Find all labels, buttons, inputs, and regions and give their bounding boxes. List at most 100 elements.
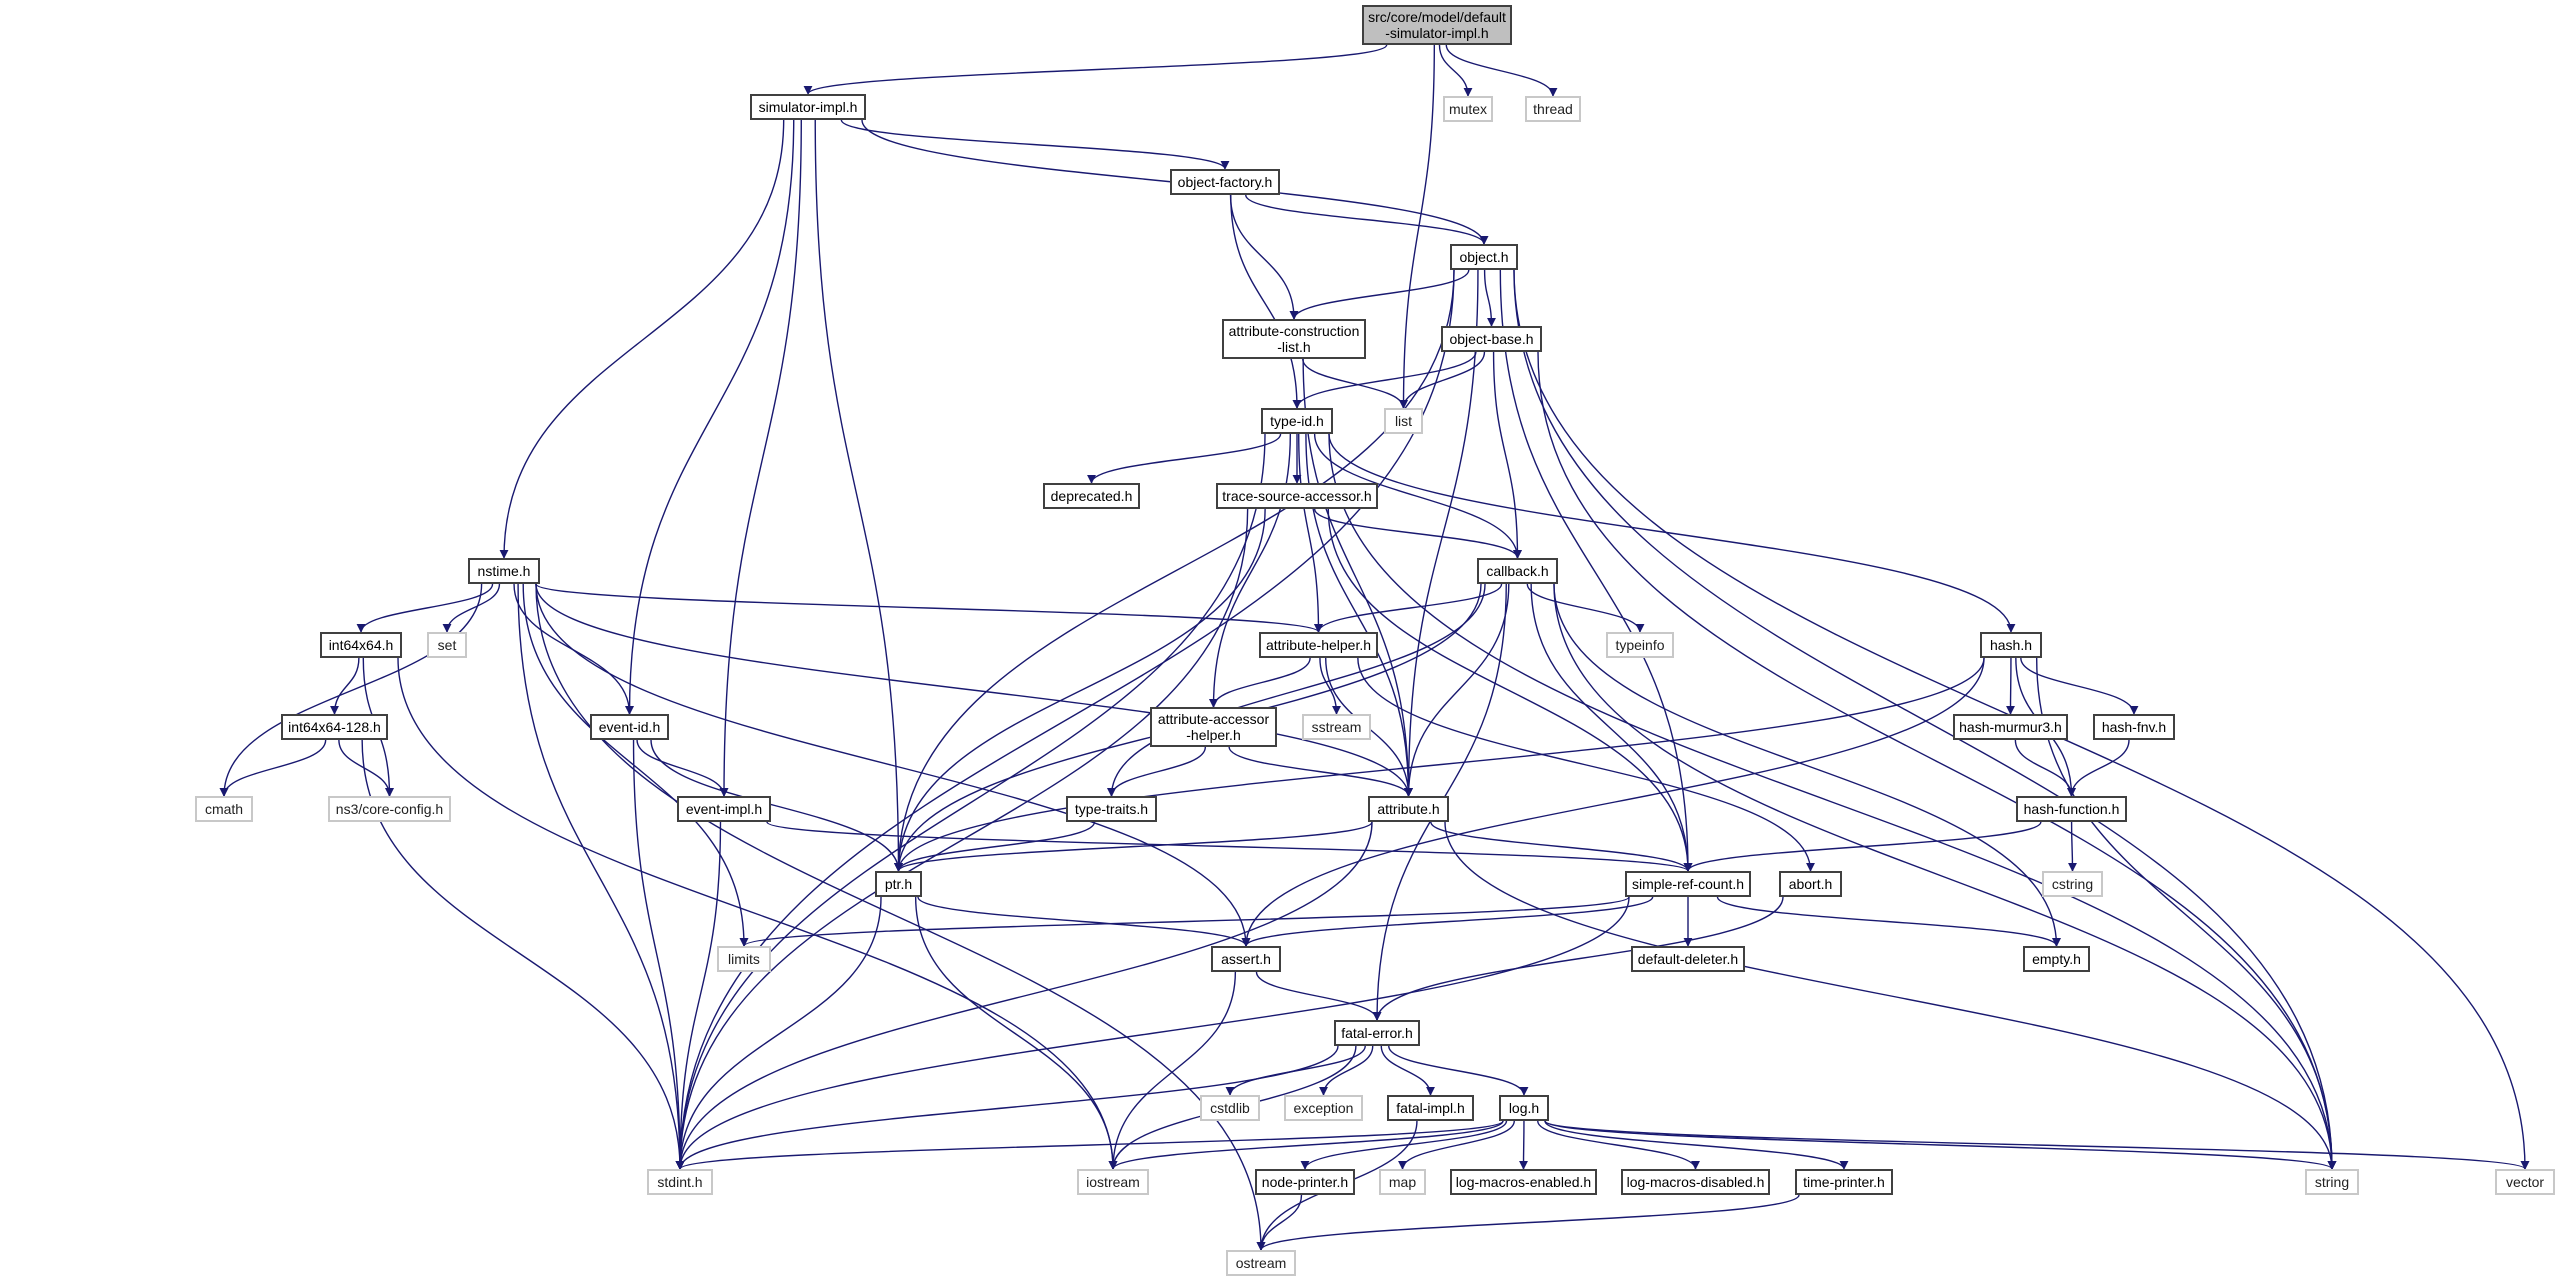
edge-root-to-simulator-impl — [803, 44, 1388, 95]
node-empty[interactable]: empty.h — [2023, 946, 2090, 972]
edge-root-to-thread — [1445, 44, 1558, 97]
node-label: attribute-helper.h — [1265, 637, 1372, 653]
edge-layer — [219, 44, 2530, 1251]
node-label: simulator-impl.h — [758, 99, 858, 115]
node-label: time-printer.h — [1803, 1174, 1885, 1190]
edge-simulator-impl-to-ptr — [814, 119, 903, 872]
edge-event-id-to-event-impl — [636, 739, 729, 797]
node-simulator-impl[interactable]: simulator-impl.h — [750, 94, 866, 120]
node-label: hash-murmur3.h — [1959, 719, 2062, 735]
node-attribute-accessor-helper[interactable]: attribute-accessor -helper.h — [1150, 707, 1277, 747]
edge-fatal-error-to-fatal-impl — [1380, 1045, 1435, 1096]
edge-nstime-to-attribute-helper — [535, 583, 1323, 633]
node-trace-source-accessor[interactable]: trace-source-accessor.h — [1216, 483, 1378, 509]
edge-log-to-string — [1544, 1120, 2337, 1170]
edge-int64x64-128-to-cmath — [219, 739, 327, 797]
node-int64x64-128[interactable]: int64x64-128.h — [281, 714, 388, 740]
edge-fatal-error-to-log — [1388, 1045, 1529, 1096]
node-root[interactable]: src/core/model/default -simulator-impl.h — [1362, 5, 1512, 45]
node-node-printer[interactable]: node-printer.h — [1255, 1169, 1355, 1195]
node-label: deprecated.h — [1050, 488, 1133, 504]
node-default-deleter[interactable]: default-deleter.h — [1631, 946, 1745, 972]
node-log[interactable]: log.h — [1499, 1095, 1549, 1121]
node-label: ostream — [1235, 1255, 1287, 1271]
node-thread: thread — [1525, 96, 1581, 122]
edge-root-to-list — [1399, 44, 1436, 409]
node-object[interactable]: object.h — [1450, 244, 1518, 270]
node-mutex: mutex — [1443, 96, 1493, 122]
edge-attribute-accessor-helper-to-attribute — [1228, 746, 1413, 797]
node-assert[interactable]: assert.h — [1211, 946, 1281, 972]
edge-attribute-to-stdint — [675, 821, 1373, 1170]
edge-callback-to-string — [1553, 583, 2337, 1170]
node-label: stdint.h — [657, 1174, 703, 1190]
node-ostream: ostream — [1226, 1250, 1296, 1276]
node-hash-fnv[interactable]: hash-fnv.h — [2093, 714, 2175, 740]
node-label: hash-function.h — [2023, 801, 2120, 817]
node-attribute-construction-list[interactable]: attribute-construction -list.h — [1222, 319, 1366, 359]
node-label: event-id.h — [598, 719, 661, 735]
edge-event-impl-to-simple-ref-count — [766, 821, 1693, 872]
edge-nstime-to-cmath — [219, 583, 483, 797]
node-nstime[interactable]: nstime.h — [468, 558, 540, 584]
edge-object-to-stdint — [675, 269, 1455, 1170]
node-stdint: stdint.h — [647, 1169, 713, 1195]
node-label: empty.h — [2032, 951, 2081, 967]
node-label: int64x64.h — [328, 637, 394, 653]
node-hash[interactable]: hash.h — [1980, 632, 2042, 658]
node-attribute-helper[interactable]: attribute-helper.h — [1259, 632, 1378, 658]
node-string: string — [2305, 1169, 2359, 1195]
node-int64x64[interactable]: int64x64.h — [320, 632, 402, 658]
node-abort[interactable]: abort.h — [1779, 871, 1842, 897]
node-event-impl[interactable]: event-impl.h — [677, 796, 771, 822]
node-fatal-impl[interactable]: fatal-impl.h — [1387, 1095, 1474, 1121]
node-label: fatal-error.h — [1341, 1025, 1413, 1041]
edge-simulator-impl-to-nstime — [499, 119, 785, 559]
node-label: attribute-accessor -helper.h — [1157, 711, 1270, 743]
node-event-id[interactable]: event-id.h — [590, 714, 669, 740]
node-label: log.h — [1508, 1100, 1540, 1116]
edge-hash-to-hash-fnv — [2020, 657, 2139, 715]
node-fatal-error[interactable]: fatal-error.h — [1334, 1020, 1420, 1046]
edge-nstime-to-assert — [535, 583, 1251, 947]
node-core-config: ns3/core-config.h — [328, 796, 451, 822]
edge-time-printer-to-ostream — [1256, 1194, 1800, 1251]
edge-type-id-to-hash — [1328, 433, 2016, 633]
node-object-factory[interactable]: object-factory.h — [1170, 169, 1280, 195]
node-label: limits — [728, 951, 760, 967]
node-simple-ref-count[interactable]: simple-ref-count.h — [1625, 871, 1751, 897]
node-callback[interactable]: callback.h — [1477, 558, 1558, 584]
edge-hash-function-to-cstring — [2067, 821, 2077, 872]
edge-callback-to-empty — [1553, 583, 2061, 947]
node-label: attribute.h — [1377, 801, 1440, 817]
node-list: list — [1384, 408, 1423, 434]
node-deprecated[interactable]: deprecated.h — [1043, 483, 1140, 509]
node-hash-function[interactable]: hash-function.h — [2016, 796, 2127, 822]
node-label: cmath — [204, 801, 244, 817]
edge-nstime-to-ostream — [535, 583, 1266, 1251]
node-label: node-printer.h — [1261, 1174, 1349, 1190]
node-object-base[interactable]: object-base.h — [1441, 326, 1542, 352]
node-label: type-id.h — [1270, 413, 1324, 429]
node-cstdlib: cstdlib — [1200, 1095, 1260, 1121]
node-log-macros-disabled[interactable]: log-macros-disabled.h — [1621, 1169, 1770, 1195]
edge-int64x64-to-int64x64-128 — [330, 657, 360, 715]
node-time-printer[interactable]: time-printer.h — [1795, 1169, 1893, 1195]
node-ptr[interactable]: ptr.h — [875, 871, 922, 897]
node-label: type-traits.h — [1074, 801, 1149, 817]
edge-type-id-to-string — [1328, 433, 2337, 1170]
edge-nstime-to-stdint — [517, 583, 685, 1170]
node-type-traits[interactable]: type-traits.h — [1066, 796, 1157, 822]
node-attribute[interactable]: attribute.h — [1368, 796, 1449, 822]
node-limits: limits — [717, 946, 771, 972]
node-hash-murmur3[interactable]: hash-murmur3.h — [1953, 714, 2068, 740]
node-label: object.h — [1459, 249, 1509, 265]
node-label: exception — [1293, 1100, 1354, 1116]
edge-callback-to-attribute — [1404, 583, 1510, 797]
edge-trace-source-accessor-to-simple-ref-count — [1327, 508, 1693, 872]
node-log-macros-enabled[interactable]: log-macros-enabled.h — [1450, 1169, 1597, 1195]
node-type-id[interactable]: type-id.h — [1261, 408, 1333, 434]
node-label: log-macros-disabled.h — [1626, 1174, 1765, 1190]
node-label: vector — [2505, 1174, 2545, 1190]
node-label: sstream — [1311, 719, 1362, 735]
